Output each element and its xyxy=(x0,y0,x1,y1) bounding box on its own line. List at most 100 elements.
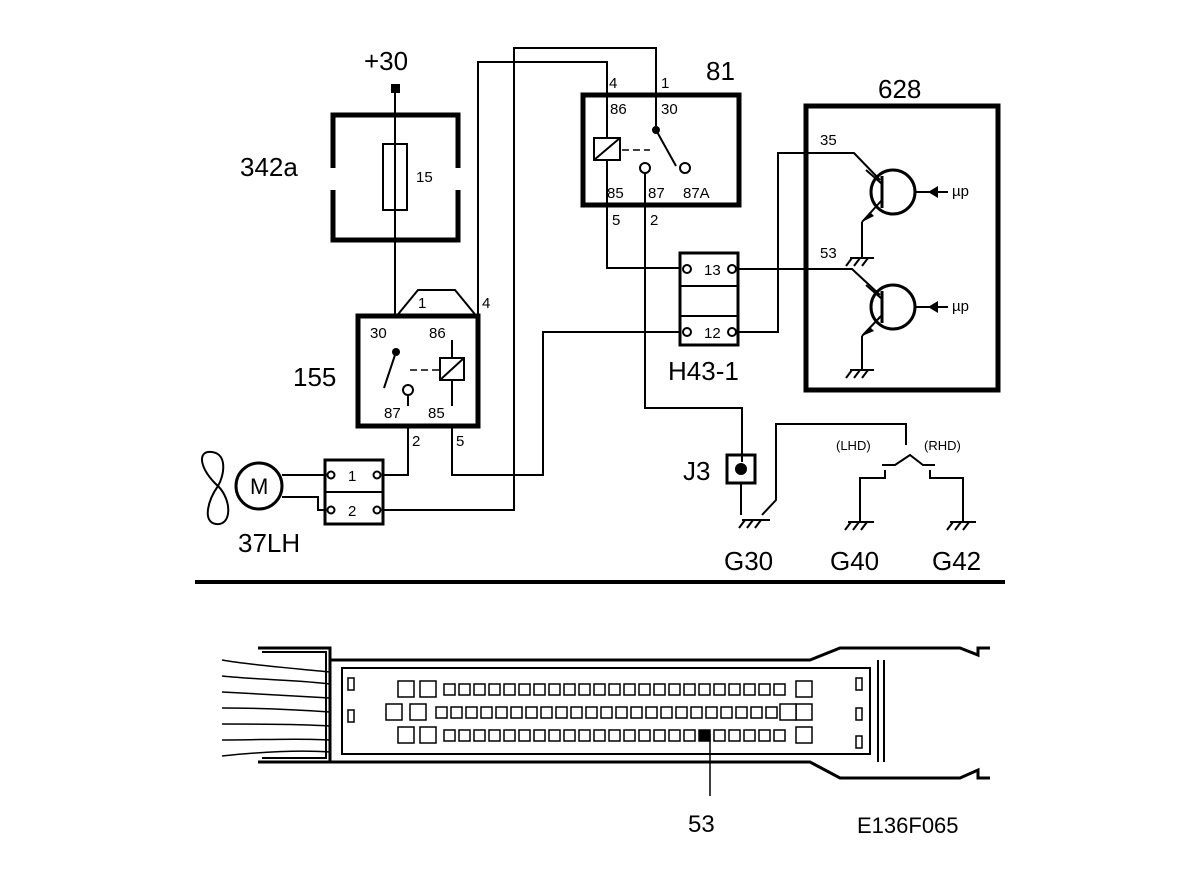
relay-81-wire-2: 2 xyxy=(650,212,658,229)
relay-81-pin-30: 30 xyxy=(661,101,678,118)
relay-155-pin-85: 85 xyxy=(428,405,445,422)
connector-pin xyxy=(555,706,568,719)
connector-pin xyxy=(773,729,786,742)
connector-pin xyxy=(638,683,651,696)
connector-pin xyxy=(480,706,493,719)
connector-large-cavity xyxy=(779,703,797,721)
connector-large-cavity xyxy=(397,680,415,698)
connector-pin xyxy=(578,729,591,742)
connector-h43-1: 13 12 xyxy=(678,251,740,347)
module-pin-35: 35 xyxy=(820,132,837,149)
connector-pin xyxy=(615,706,628,719)
connector-large-cavity xyxy=(795,680,813,698)
connector-pin xyxy=(458,729,471,742)
splice-j3-label: J3 xyxy=(683,456,710,486)
connector-pin xyxy=(668,683,681,696)
figure-code: E136F065 xyxy=(857,813,959,838)
connector-pin xyxy=(510,706,523,719)
relay-81-label: 81 xyxy=(706,56,735,86)
relay-81-wire-4: 4 xyxy=(609,75,617,92)
connector-pin xyxy=(443,683,456,696)
connector-pin xyxy=(653,683,666,696)
connector-pin xyxy=(570,706,583,719)
connector-pin xyxy=(660,706,673,719)
fan-connector-pin-1: 1 xyxy=(348,468,356,485)
connector-pin xyxy=(443,729,456,742)
connector-pin xyxy=(458,683,471,696)
fuse-number: 15 xyxy=(416,169,433,186)
connector-pin xyxy=(593,729,606,742)
control-module-628: 35 53 µp µp xyxy=(803,103,1001,393)
relay-155-label: 155 xyxy=(293,362,336,392)
h43-pin-13: 13 xyxy=(704,262,721,279)
connector-large-cavity xyxy=(397,726,415,744)
connector-pin-grid xyxy=(385,680,813,744)
fan-connector-pin-2: 2 xyxy=(348,503,356,520)
relay-155-pin-86: 86 xyxy=(429,325,446,342)
connector-pin xyxy=(608,729,621,742)
connector-pin xyxy=(773,683,786,696)
connector-pin xyxy=(690,706,703,719)
connector-pin xyxy=(668,729,681,742)
connector-large-cavity xyxy=(795,726,813,744)
connector-pin xyxy=(630,706,643,719)
connector-pin xyxy=(683,683,696,696)
connector-pin xyxy=(525,706,538,719)
supply-label: +30 xyxy=(364,46,408,76)
connector-large-cavity xyxy=(795,703,813,721)
connector-pin xyxy=(758,683,771,696)
connector-pin xyxy=(675,706,688,719)
relay-81-wire-1: 1 xyxy=(661,75,669,92)
connector-pin xyxy=(713,683,726,696)
fan-motor-37lh: M xyxy=(201,450,325,526)
connector-pin xyxy=(578,683,591,696)
connector-pin xyxy=(638,729,651,742)
fuse-block-342a: 15 xyxy=(330,112,461,243)
connector-pin xyxy=(600,706,613,719)
connector-large-cavity xyxy=(419,726,437,744)
connector-pin xyxy=(548,729,561,742)
connector-pin xyxy=(645,706,658,719)
connector-pin xyxy=(548,683,561,696)
module-mp-label-1: µp xyxy=(952,183,969,200)
h43-label: H43-1 xyxy=(668,356,739,386)
connector-pin xyxy=(563,683,576,696)
relay-155: 30 86 87 85 xyxy=(355,313,481,429)
relay-81-pin-87a: 87A xyxy=(683,185,710,202)
connector-large-cavity xyxy=(385,703,403,721)
connector-pin xyxy=(653,729,666,742)
connector-pin xyxy=(435,706,448,719)
relay-155-wire-5: 5 xyxy=(456,433,464,450)
connector-pin xyxy=(743,683,756,696)
fuse-block-label: 342a xyxy=(240,152,298,182)
relay-81-pin-87: 87 xyxy=(648,185,665,202)
h43-pin-12: 12 xyxy=(704,325,721,342)
connector-pin xyxy=(728,683,741,696)
connector-pin xyxy=(518,729,531,742)
relay-81-pin-86: 86 xyxy=(610,101,627,118)
connector-pin xyxy=(698,683,711,696)
fan-connector: 1 2 xyxy=(323,458,385,526)
connector-pin xyxy=(623,683,636,696)
connector-pin xyxy=(713,729,726,742)
connector-pin xyxy=(720,706,733,719)
pin-callout-label: 53 xyxy=(688,811,715,838)
connector-pin xyxy=(450,706,463,719)
connector-pin xyxy=(593,683,606,696)
relay-155-pin-87: 87 xyxy=(384,405,401,422)
module-label: 628 xyxy=(878,74,921,104)
connector-pin xyxy=(473,729,486,742)
connector-pin-53 xyxy=(698,729,711,742)
connector-pin xyxy=(750,706,763,719)
connector-pin xyxy=(488,683,501,696)
relay-155-pin-30: 30 xyxy=(370,325,387,342)
relay-81-pin-85: 85 xyxy=(607,185,624,202)
connector-pin xyxy=(540,706,553,719)
connector-large-cavity xyxy=(409,703,427,721)
connector-pin xyxy=(465,706,478,719)
connector-pin xyxy=(728,729,741,742)
motor-symbol: M xyxy=(250,474,268,499)
connector-pin xyxy=(488,729,501,742)
lhd-label: (LHD) xyxy=(836,438,871,453)
